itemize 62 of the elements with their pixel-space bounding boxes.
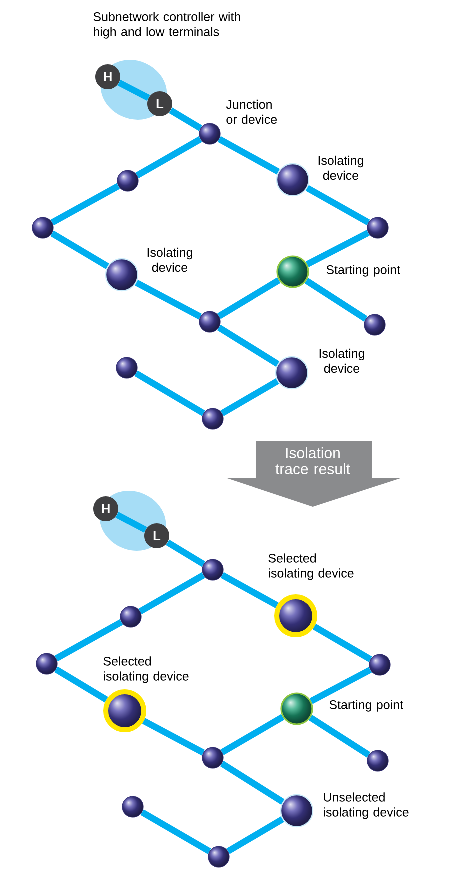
device-label: Selected isolating device	[104, 656, 189, 684]
device-label: Junction or device	[226, 100, 278, 124]
network-link	[312, 624, 372, 662]
junction-circle	[369, 654, 391, 676]
network-link	[134, 370, 206, 416]
network-link	[220, 714, 285, 756]
starting-point-circle	[276, 256, 310, 288]
device-label: Starting point	[326, 265, 400, 277]
network-link	[310, 667, 372, 704]
network-link	[54, 666, 108, 703]
network-link	[226, 816, 284, 854]
network-link	[54, 619, 124, 662]
selected-device-circle	[104, 690, 146, 732]
network-link	[50, 230, 110, 270]
junction-circle	[367, 750, 389, 772]
network-link	[138, 572, 206, 614]
device-label: Selected isolating device	[268, 554, 354, 580]
device-label: Isolating device	[320, 348, 364, 374]
network-link	[220, 761, 285, 805]
junction-circle	[32, 217, 54, 239]
junction-circle	[367, 217, 389, 239]
network-link	[306, 185, 370, 226]
network-link	[166, 540, 206, 568]
starting-point-circle	[280, 692, 314, 726]
network-link	[142, 718, 205, 756]
junction-circle	[202, 559, 224, 581]
device-label: Subnetwork controller with high and low terminals	[94, 12, 240, 39]
junction-circle	[199, 123, 221, 145]
junction-circle	[202, 747, 224, 769]
network-link	[50, 183, 120, 226]
network-link	[169, 108, 202, 132]
junction-circle	[208, 846, 230, 868]
isolating-device-circle	[276, 163, 310, 197]
network-link	[218, 136, 280, 175]
network-link	[136, 136, 202, 178]
network-link	[308, 715, 371, 758]
network-link	[220, 378, 280, 416]
network-link	[140, 810, 212, 854]
network-link	[304, 278, 368, 322]
junction-circle	[122, 796, 144, 818]
device-label: Isolating device	[148, 248, 192, 272]
network-link	[217, 324, 280, 367]
network-link	[306, 230, 370, 268]
junction-circle	[117, 170, 139, 192]
isolating-device-circle	[280, 794, 314, 828]
device-label: Unselected isolating device	[324, 792, 409, 820]
network-link	[218, 278, 281, 320]
isolating-device-circle	[105, 258, 139, 292]
junction-circle	[36, 653, 58, 675]
network-link	[220, 572, 279, 608]
network-link	[118, 80, 150, 102]
junction-circle	[202, 408, 224, 430]
device-label: Starting point	[330, 700, 404, 712]
junction-circle	[120, 606, 142, 628]
junction-circle	[364, 314, 386, 336]
network-link	[116, 512, 148, 533]
isolating-device-circle	[275, 356, 309, 390]
junction-circle	[116, 357, 138, 379]
selected-device-circle	[274, 594, 318, 638]
junction-circle	[199, 311, 221, 333]
network-link	[135, 280, 202, 320]
device-label: Isolating device	[318, 156, 364, 180]
